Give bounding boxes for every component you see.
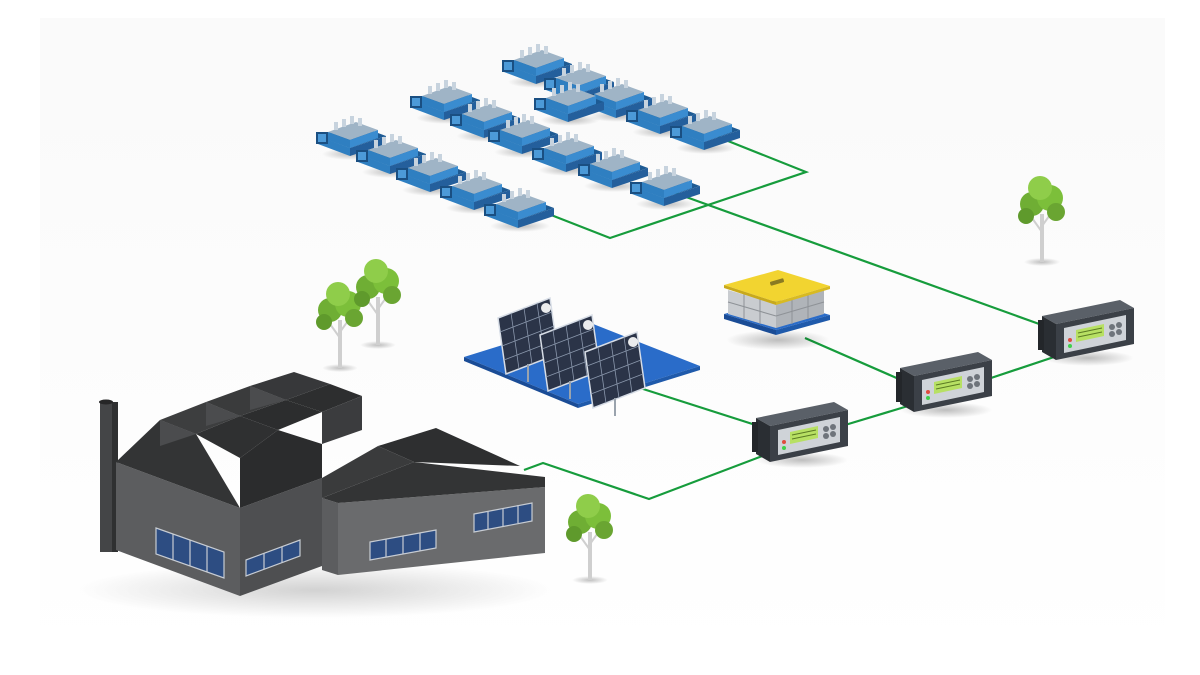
factory-roof — [116, 420, 240, 508]
battery-storage — [724, 270, 830, 350]
link-solar-to-controller-1 — [639, 386, 766, 430]
battery-icon — [724, 270, 830, 302]
link-controller-1-to-controller-2 — [844, 404, 909, 427]
factory-annex-roof — [322, 462, 545, 503]
link-genset-to-controller-3 — [674, 191, 1043, 327]
link-battery-to-controller-2 — [804, 336, 909, 385]
link-factory-to-controller-1 — [523, 453, 766, 501]
chimney — [100, 402, 112, 552]
solar-array — [464, 297, 700, 417]
link-layer — [523, 135, 1061, 501]
factory — [75, 372, 555, 618]
factory-window — [246, 540, 300, 576]
